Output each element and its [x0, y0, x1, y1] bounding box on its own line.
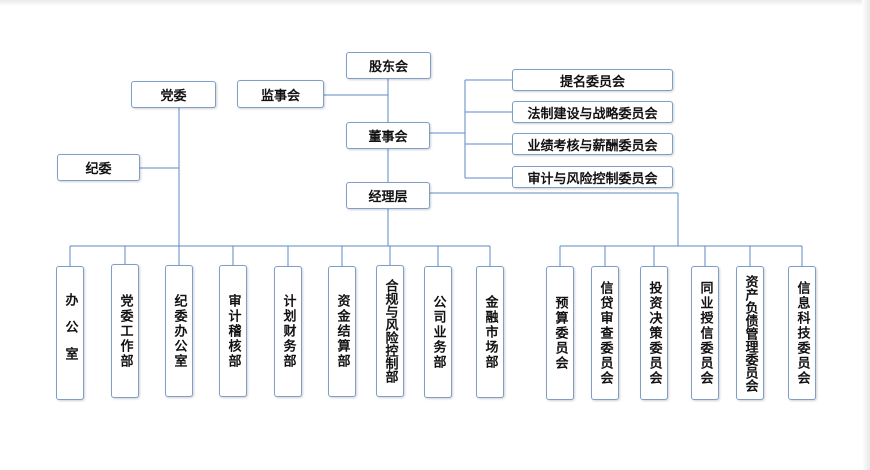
node-interbank-credit-committee: 同业授信委员会	[691, 266, 719, 400]
node-supervisors: 监事会	[237, 80, 324, 108]
label-budget-committee: 预算委员会	[552, 295, 568, 371]
label-dept-corporate-business: 公司业务部	[430, 294, 446, 370]
node-dept-compliance-risk: 合规与风险控制部	[376, 265, 404, 397]
node-credit-review-committee: 信贷审查委员会	[591, 266, 619, 400]
label-dept-office: 办公室	[62, 292, 78, 374]
label-dept-audit: 审计稽核部	[225, 293, 241, 369]
node-dept-discipline-office: 纪委办公室	[165, 265, 193, 397]
node-discipline-committee: 纪委	[57, 154, 140, 181]
node-performance-compensation-committee: 业绩考核与薪酬委员会	[512, 133, 673, 155]
label-dept-party-work: 党委工作部	[117, 293, 133, 369]
label-dept-compliance-risk: 合规与风险控制部	[382, 279, 398, 383]
label-dept-finance: 计划财务部	[280, 294, 296, 369]
node-board: 董事会	[346, 122, 430, 149]
node-audit-risk-committee: 审计与风险控制委员会	[512, 166, 673, 188]
node-dept-party-work: 党委工作部	[111, 264, 139, 398]
node-investment-committee: 投资决策委员会	[640, 266, 668, 400]
node-it-committee: 信息科技委员会	[788, 266, 816, 400]
label-interbank-credit-committee: 同业授信委员会	[697, 280, 713, 386]
frame-top-shade	[0, 0, 870, 6]
label-dept-settlement: 资金结算部	[334, 294, 350, 369]
node-budget-committee: 预算委员会	[546, 266, 574, 400]
label-dept-financial-markets: 金融市场部	[482, 294, 498, 370]
label-investment-committee: 投资决策委员会	[646, 280, 662, 386]
node-shareholders: 股东会	[346, 52, 431, 79]
node-party-committee: 党委	[131, 81, 216, 108]
frame-right-shade	[862, 0, 870, 470]
label-dept-discipline-office: 纪委办公室	[171, 293, 187, 369]
node-management: 经理层	[346, 182, 430, 209]
label-it-committee: 信息科技委员会	[794, 280, 810, 386]
node-dept-office: 办公室	[56, 266, 84, 400]
label-asset-liability-committee: 资产负债管理委员会	[742, 274, 758, 392]
label-credit-review-committee: 信贷审查委员会	[597, 280, 613, 386]
node-dept-settlement: 资金结算部	[328, 266, 356, 397]
node-legal-strategy-committee: 法制建设与战略委员会	[512, 101, 673, 123]
node-dept-audit: 审计稽核部	[219, 265, 247, 397]
node-dept-financial-markets: 金融市场部	[476, 266, 504, 398]
node-dept-finance: 计划财务部	[274, 266, 302, 397]
node-nomination-committee: 提名委员会	[512, 69, 673, 91]
node-dept-corporate-business: 公司业务部	[424, 266, 452, 398]
node-asset-liability-committee: 资产负债管理委员会	[736, 266, 764, 400]
